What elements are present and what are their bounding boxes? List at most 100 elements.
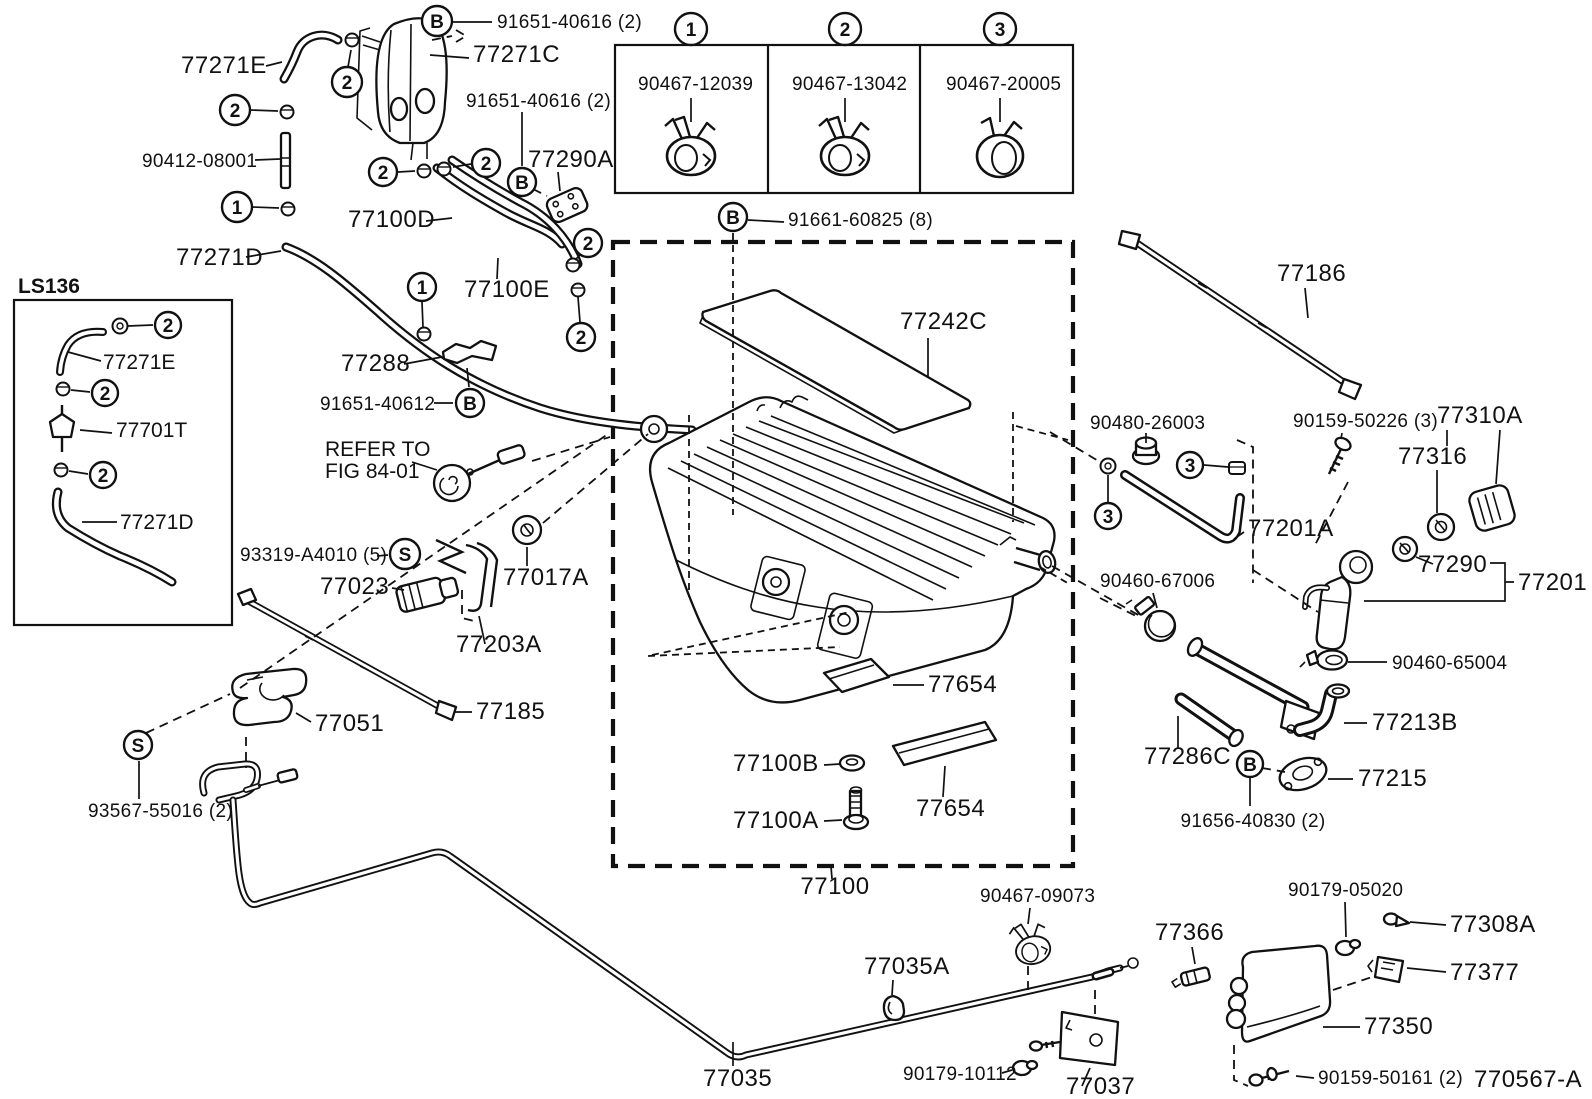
badge-symbol: S bbox=[399, 545, 412, 566]
label-91651-40616: 91651-40616 (2) bbox=[497, 12, 642, 33]
circled-S-badge: S bbox=[388, 537, 422, 571]
label-ls-77271E: 77271E bbox=[103, 351, 175, 374]
badge-symbol: 2 bbox=[100, 384, 111, 405]
clip-icon bbox=[279, 104, 295, 120]
clip-icon bbox=[565, 257, 581, 273]
badge-symbol: 1 bbox=[686, 20, 697, 41]
clamp-90467-09073-icon bbox=[1006, 917, 1055, 970]
label-91656-40830: 91656-40830 (2) bbox=[1181, 811, 1326, 832]
circled-2-badge: 2 bbox=[565, 321, 597, 353]
table-circled-1-badge: 1 bbox=[673, 11, 709, 47]
label-77215: 77215 bbox=[1358, 765, 1427, 792]
circled-B-badge: B bbox=[1235, 749, 1265, 779]
gasket-77215-art bbox=[1278, 756, 1328, 792]
circled-S-badge: S bbox=[122, 729, 154, 761]
badge-symbol: B bbox=[430, 12, 444, 33]
tank-assembly-dashed-box bbox=[610, 239, 1076, 869]
badge-symbol: 1 bbox=[417, 278, 428, 299]
circled-2-badge: 2 bbox=[88, 460, 118, 490]
clamp-90460-67006-art bbox=[1125, 596, 1177, 643]
label-90159-50161: 90159-50161 (2) bbox=[1318, 1068, 1463, 1089]
label-77186: 77186 bbox=[1277, 260, 1346, 287]
cap-77310A-art bbox=[1468, 484, 1516, 532]
label-90460-65004: 90460-65004 bbox=[1392, 653, 1507, 674]
clip-77366-art bbox=[1171, 966, 1211, 989]
badge-symbol: 2 bbox=[230, 101, 241, 122]
label-77213B: 77213B bbox=[1372, 709, 1458, 736]
label-refer-to: REFER TO bbox=[325, 438, 430, 461]
label-77290: 77290 bbox=[1418, 551, 1487, 578]
badge-symbol: 1 bbox=[232, 198, 243, 219]
circled-2-badge: 2 bbox=[218, 93, 252, 127]
badge-symbol: 2 bbox=[840, 20, 851, 41]
label-91651-40612: 91651-40612 bbox=[320, 394, 435, 415]
badge-symbol: 2 bbox=[378, 163, 389, 184]
clip-icon bbox=[344, 32, 360, 48]
pad-77654-top-art bbox=[822, 657, 891, 694]
table-circled-2-badge: 2 bbox=[827, 11, 863, 47]
badge-symbol: 3 bbox=[1103, 507, 1114, 528]
clamp-90467-13042-icon bbox=[817, 115, 871, 177]
label-77201: 77201 bbox=[1518, 569, 1587, 596]
label-77271E: 77271E bbox=[181, 52, 267, 79]
label-77377: 77377 bbox=[1450, 959, 1519, 986]
circled-2-badge: 2 bbox=[470, 147, 502, 179]
label-LS136: LS136 bbox=[18, 275, 80, 298]
leader-lines bbox=[67, 21, 1514, 1087]
label-77316: 77316 bbox=[1398, 443, 1467, 470]
gasket-77290-art bbox=[1391, 535, 1419, 563]
circled-B-badge: B bbox=[420, 4, 454, 38]
label-77100B: 77100B bbox=[733, 750, 819, 777]
clip-77035A-art bbox=[882, 994, 906, 1022]
label-77308A: 77308A bbox=[1450, 911, 1536, 938]
label-77288: 77288 bbox=[341, 350, 410, 377]
clamp-90467-12039-icon bbox=[663, 115, 717, 177]
label-90480-26003: 90480-26003 bbox=[1090, 413, 1205, 434]
bracket-77203A-art bbox=[465, 541, 499, 612]
circled-2-badge: 2 bbox=[330, 65, 364, 99]
screw-77308A-art bbox=[1382, 912, 1411, 928]
label-90467-20005: 90467-20005 bbox=[946, 74, 1061, 95]
label-77366: 77366 bbox=[1155, 919, 1224, 946]
label-77654-top: 77654 bbox=[928, 671, 997, 698]
screw-90159-50161-art bbox=[1248, 1066, 1290, 1087]
release-handle-art bbox=[199, 760, 299, 804]
badge-symbol: 3 bbox=[1185, 456, 1196, 477]
circled-1-badge: 1 bbox=[406, 271, 438, 303]
circled-2-badge: 2 bbox=[153, 310, 183, 340]
label-90467-09073: 90467-09073 bbox=[980, 886, 1095, 907]
label-90159-50226: 90159-50226 (3) bbox=[1293, 411, 1438, 432]
badge-symbol: B bbox=[1243, 755, 1257, 776]
label-90179-05020: 90179-05020 bbox=[1288, 880, 1403, 901]
clip-icon bbox=[416, 326, 432, 342]
label-93319-A4010: 93319-A4010 (5) bbox=[240, 545, 387, 566]
clip-77377-art bbox=[1367, 955, 1405, 984]
label-90467-12039: 90467-12039 bbox=[638, 74, 753, 95]
bracket-77288-art bbox=[441, 339, 498, 365]
circled-3-badge: 3 bbox=[1175, 450, 1205, 480]
bolt-77100A-art bbox=[842, 786, 870, 831]
fuel-filter-canister-art bbox=[356, 17, 448, 161]
badge-symbol: S bbox=[132, 736, 145, 757]
badge-symbol: 2 bbox=[583, 234, 594, 255]
label-77035A: 77035A bbox=[864, 953, 950, 980]
label-90467-13042: 90467-13042 bbox=[792, 74, 907, 95]
figure-code: 770567-A bbox=[1474, 1066, 1582, 1093]
label-ls-77271D: 77271D bbox=[120, 511, 194, 534]
label-90460-67006: 90460-67006 bbox=[1100, 571, 1215, 592]
grommet-77100B-art bbox=[838, 754, 866, 772]
circled-2-badge: 2 bbox=[572, 227, 604, 259]
label-77023: 77023 bbox=[320, 573, 389, 600]
badge-symbol: 2 bbox=[576, 328, 587, 349]
clamp-90467-20005-icon bbox=[975, 116, 1025, 179]
label-77310A: 77310A bbox=[1437, 402, 1523, 429]
label-77290A: 77290A bbox=[528, 146, 614, 173]
fuel-tank-art bbox=[639, 395, 1057, 704]
label-77035: 77035 bbox=[703, 1065, 772, 1092]
circled-B-badge: B bbox=[506, 166, 538, 198]
fuel-lid-77350-art bbox=[1225, 944, 1332, 1043]
circled-3-badge: 3 bbox=[1093, 501, 1123, 531]
label-77100A: 77100A bbox=[733, 807, 819, 834]
hose-77271E-art bbox=[279, 30, 343, 84]
